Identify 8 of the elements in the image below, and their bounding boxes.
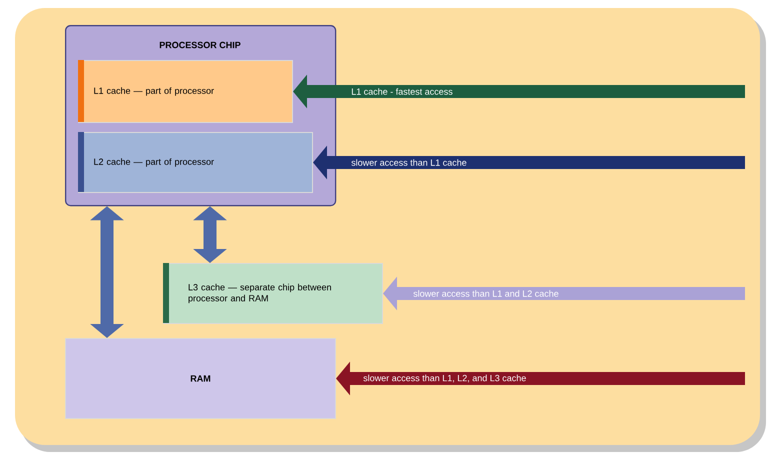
cache-box: L1 cache — part of processor <box>78 60 293 123</box>
arrow-label: slower access than L1 and L2 cache <box>413 290 558 297</box>
cache-box: L3 cache — separate chip between processor and RAM <box>163 263 383 324</box>
cache-box: L2 cache — part of processor <box>78 132 313 193</box>
arrow-label: slower access than L1 cache <box>351 159 466 166</box>
arrow-label: L1 cache - fastest access <box>352 88 452 95</box>
arrow-label: slower access than L1, L2, and L3 cache <box>363 374 526 382</box>
memory-box: RAM <box>65 338 336 419</box>
